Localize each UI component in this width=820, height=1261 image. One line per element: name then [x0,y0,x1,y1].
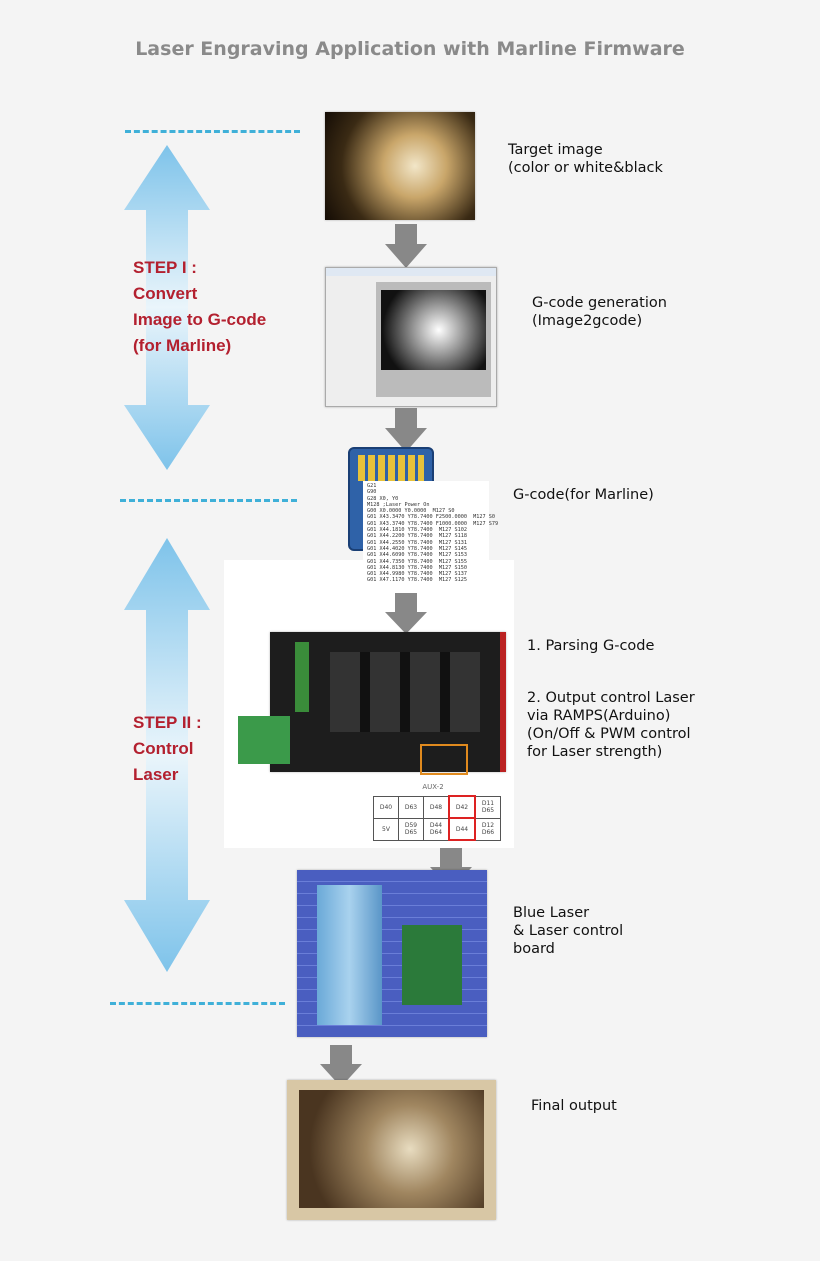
pin: D44 D64 [423,817,450,841]
step2-line: STEP II : [133,713,202,732]
diagram-title: Laser Engraving Application with Marline… [135,38,685,60]
step1-line: STEP I : [133,258,197,277]
pin: D63 [398,795,424,819]
divider-top [125,130,300,133]
label-parsing: 1. Parsing G-code [527,638,655,654]
step2-double-arrow [124,538,210,972]
divider-bottom [110,1002,285,1005]
final-output-photo [287,1080,496,1220]
down-arrow-icon [385,593,427,634]
step2-line: Laser [133,765,179,784]
pin: 5V [373,817,399,841]
ramps-board [270,632,506,775]
pin: D11 D65 [474,795,501,819]
pin-highlighted: D42 [448,795,476,819]
step1-line: (for Marline) [133,336,232,355]
step1-line: Convert [133,284,198,303]
target-image [325,112,475,220]
down-arrow-icon [385,224,427,268]
down-arrow-icon [385,408,427,452]
label-final-output: Final output [531,1098,617,1114]
down-arrow-icon [320,1045,362,1087]
pin: D40 [373,795,399,819]
step1-line: Image to G-code [133,310,267,329]
pin: D48 [423,795,450,819]
label-gcode: G-code(for Marline) [513,487,654,503]
label-target-image: Target image(color or white&black [508,142,663,176]
blue-laser-photo [297,870,487,1037]
image2gcode-screenshot [325,267,497,407]
pin-highlighted: D44 [448,817,476,841]
pin: D59 D65 [398,817,424,841]
divider-middle [120,499,297,502]
label-gcode-generation: G-code generation(Image2gcode) [532,295,667,329]
terminal-block [238,716,290,764]
down-arrow-icon [430,848,472,890]
pin: D12 D66 [474,817,501,841]
step2-line: Control [133,739,194,758]
aux-label: AUX-2 [422,783,444,791]
step1-double-arrow [124,145,210,470]
